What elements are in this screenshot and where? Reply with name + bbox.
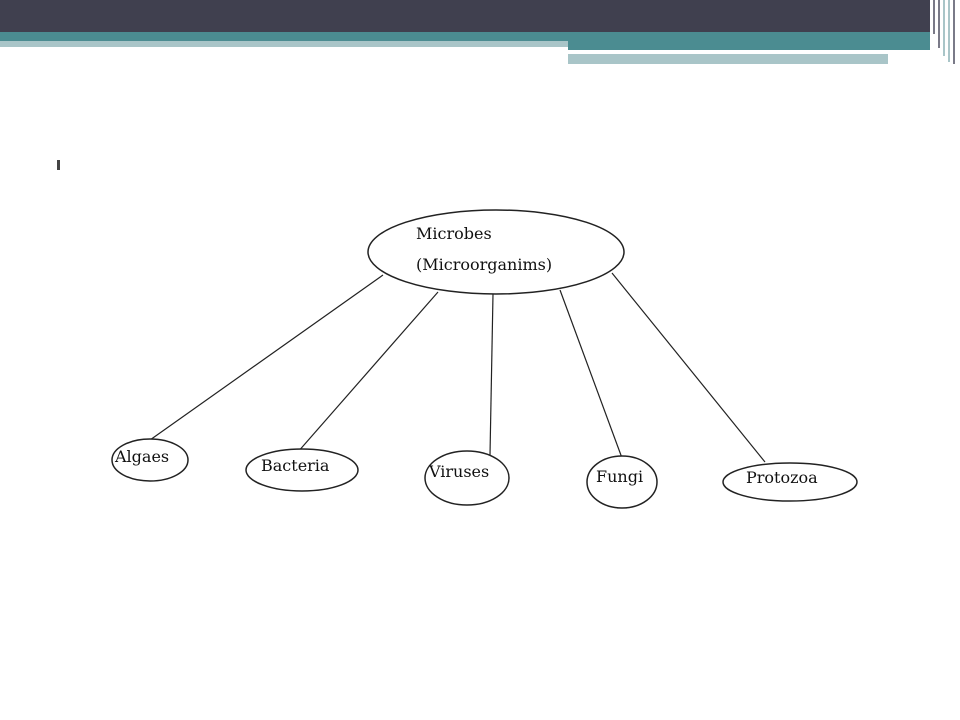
child-label-bacteria: Bacteria <box>261 456 330 475</box>
slide-header-corner-lines <box>930 0 960 64</box>
edge-root-viruses <box>489 293 494 456</box>
root-label-line1: Microbes <box>416 224 492 243</box>
slide-header-light-strip-right <box>568 54 888 64</box>
slide-header-teal-band <box>0 32 960 41</box>
slide-header-teal-band-right <box>568 41 960 50</box>
child-node-bacteria: Bacteria <box>245 448 359 492</box>
slide-header-bar <box>0 0 930 32</box>
child-node-protozoa: Protozoa <box>722 462 858 502</box>
edge-root-protozoa <box>611 272 766 463</box>
child-label-viruses: Viruses <box>428 462 489 481</box>
slide-header-light-strip <box>0 41 568 47</box>
child-node-algaes: Algaes <box>111 438 189 482</box>
child-label-protozoa: Protozoa <box>746 468 818 487</box>
stray-mark <box>57 160 60 170</box>
edge-root-algaes <box>149 274 384 441</box>
root-label-line2: (Microorganims) <box>416 255 552 274</box>
edge-root-bacteria <box>296 291 439 454</box>
child-node-fungi: Fungi <box>586 455 658 509</box>
child-label-algaes: Algaes <box>114 447 169 466</box>
child-node-viruses: Viruses <box>424 450 510 506</box>
edge-root-fungi <box>559 289 623 459</box>
root-node-microbes: Microbes (Microorganims) <box>367 209 625 295</box>
child-label-fungi: Fungi <box>596 467 643 486</box>
